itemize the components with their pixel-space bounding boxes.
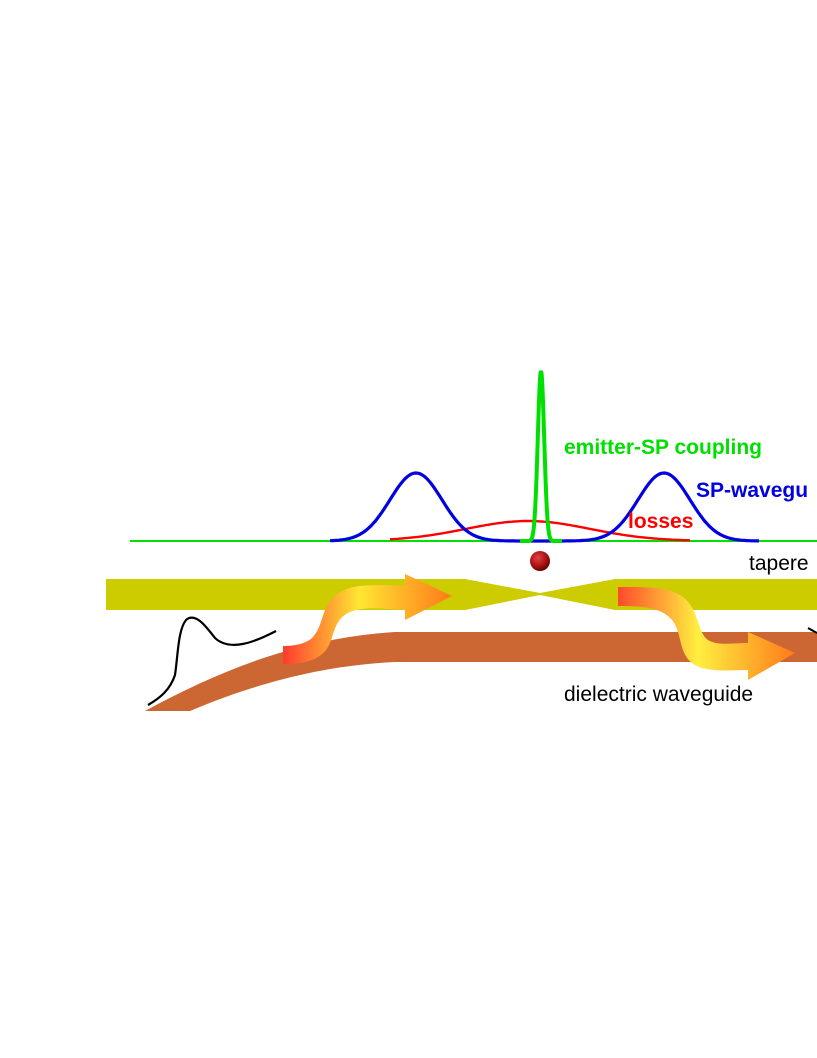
emitter-dot <box>530 551 550 571</box>
sp-waveguide-curve <box>330 471 759 543</box>
coupling-arrow-in <box>283 574 452 664</box>
tapered-plasmonic-waveguide <box>106 579 817 610</box>
input-pulse <box>147 616 277 706</box>
emitter-coupling-curve <box>520 370 562 543</box>
coupling-arrow-out <box>618 586 795 680</box>
label-sp-waveguide: SP-wavegu <box>696 479 808 502</box>
label-dielectric-waveguide: dielectric waveguide <box>564 683 753 706</box>
label-emitter-coupling: emitter-SP coupling <box>564 436 762 459</box>
output-pulse <box>807 627 817 634</box>
label-losses: losses <box>628 510 693 533</box>
label-tapered: tapere <box>749 552 809 575</box>
losses-curve <box>389 519 690 542</box>
